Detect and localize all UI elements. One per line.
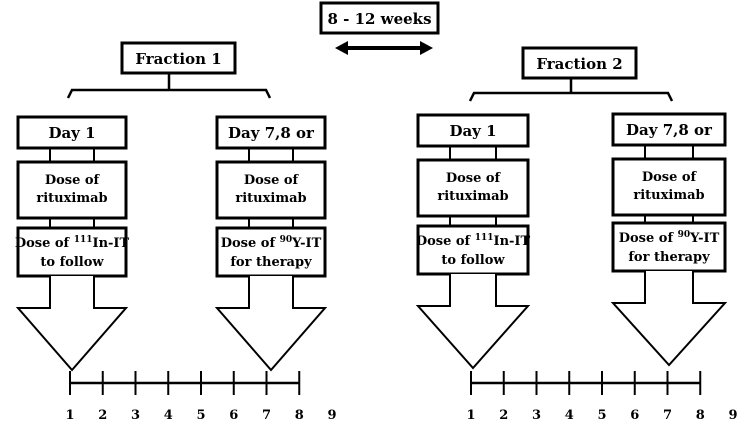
- interval-arrow-right-head: [420, 41, 433, 55]
- fraction-title: Fraction 2: [536, 55, 622, 73]
- timeline-tick-label: 2: [499, 408, 508, 423]
- fraction-brace: [468, 78, 674, 102]
- it-dose-box: [16, 226, 128, 278]
- timeline-tick-label: 3: [532, 408, 541, 423]
- it-dose-text: for therapy: [230, 255, 312, 270]
- interval-arrow: [335, 41, 433, 55]
- interval-label: 8 - 12 weeks: [327, 10, 431, 28]
- timeline-tick-label: 2: [98, 408, 107, 423]
- interval-box: 8 - 12 weeks: [319, 1, 440, 35]
- timeline-tick-label: 4: [565, 408, 574, 423]
- rituximab-text: Dose of: [446, 171, 502, 186]
- timeline-tick-label: 9: [327, 408, 336, 423]
- day-box: [611, 112, 727, 147]
- down-arrow: [15, 276, 129, 372]
- timeline-tick-label: 5: [597, 408, 606, 423]
- timeline: 1 2 3 4 5 6 7 8 9: [466, 371, 738, 423]
- timeline-tick-label: 8: [696, 408, 705, 423]
- it-dose-text: Dose of 111In-IT: [15, 235, 130, 251]
- it-dose-text: Dose of 90Y-IT: [221, 235, 322, 251]
- timeline-tick-label: 1: [65, 408, 74, 423]
- rituximab-text: Dose of: [642, 170, 698, 185]
- timeline-tick-label: 1: [466, 408, 475, 423]
- down-arrow: [214, 276, 328, 372]
- timeline-tick-label: 3: [131, 408, 140, 423]
- day-box: [16, 115, 128, 150]
- it-dose-box: [611, 221, 727, 273]
- timeline-tick-label: 6: [630, 408, 639, 423]
- rituximab-text: Dose of: [45, 173, 101, 188]
- fraction-title-box: Fraction 2: [521, 46, 638, 80]
- timeline-tick-label: 7: [262, 408, 271, 423]
- rituximab-text: Dose of: [244, 173, 300, 188]
- day-box: [416, 113, 530, 148]
- day-box: [215, 115, 327, 150]
- rituximab-text: rituximab: [633, 188, 704, 203]
- down-arrow: [610, 271, 728, 367]
- fraction-title: Fraction 1: [135, 50, 221, 68]
- day-label: Day 7,8 or: [228, 124, 315, 142]
- interval-arrow-left-head: [335, 41, 348, 55]
- fraction-title-box: Fraction 1: [120, 41, 237, 75]
- down-arrow: [415, 274, 531, 370]
- day-label: Day 7,8 or: [626, 121, 713, 139]
- it-dose-text: Dose of 111In-IT: [416, 233, 531, 249]
- rituximab-text: rituximab: [235, 191, 306, 206]
- rituximab-box: [416, 158, 530, 218]
- it-dose-text: to follow: [40, 255, 104, 270]
- it-dose-text: Dose of 90Y-IT: [619, 230, 720, 246]
- timeline-tick-label: 7: [663, 408, 672, 423]
- fraction-brace: [66, 73, 272, 99]
- timeline: 1 2 3 4 5 6 7 8 9: [65, 371, 337, 423]
- rituximab-text: rituximab: [437, 189, 508, 204]
- timeline-tick-label: 5: [196, 408, 205, 423]
- it-dose-text: for therapy: [628, 250, 710, 265]
- rituximab-box: [611, 157, 727, 217]
- it-dose-text: to follow: [441, 253, 505, 268]
- day-label: Day 1: [48, 124, 95, 142]
- it-dose-box: [416, 224, 530, 276]
- timeline-tick-label: 8: [295, 408, 304, 423]
- rituximab-box: [16, 160, 128, 220]
- rituximab-text: rituximab: [36, 191, 107, 206]
- timeline-tick-label: 4: [164, 408, 173, 423]
- timeline-tick-label: 6: [229, 408, 238, 423]
- rituximab-box: [215, 160, 327, 220]
- day-label: Day 1: [449, 122, 496, 140]
- timeline-tick-label: 9: [728, 408, 737, 423]
